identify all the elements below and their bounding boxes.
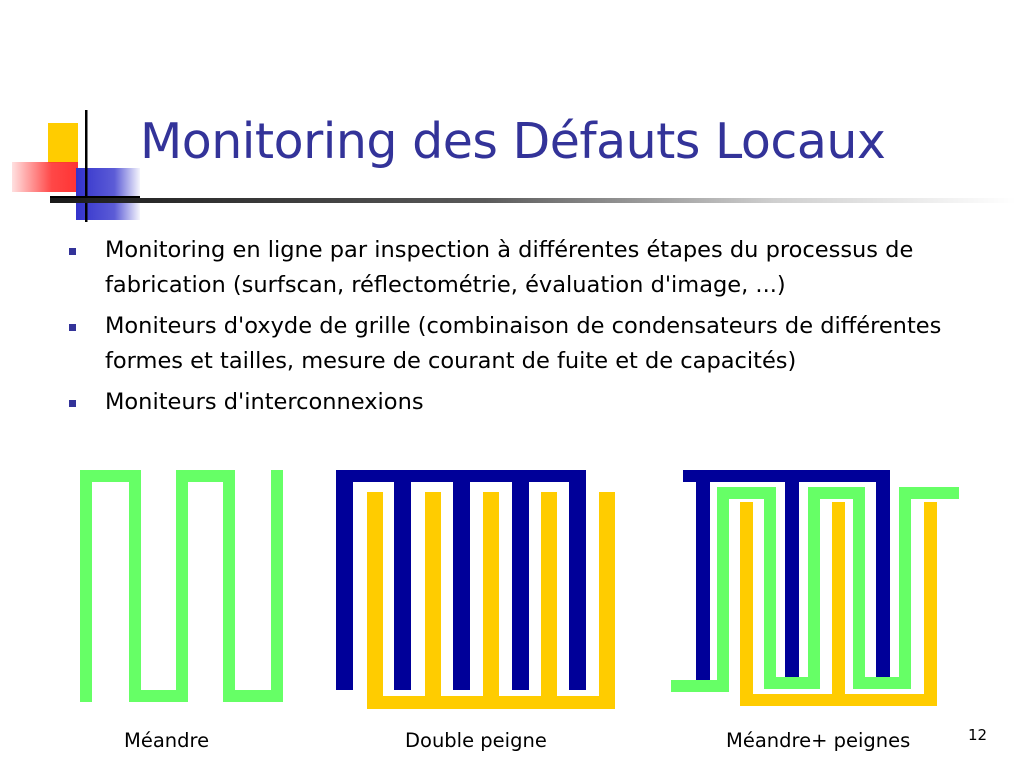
bullet-item: Moniteurs d'oxyde de grille (combinaison… [66, 309, 966, 379]
bullet-list: Monitoring en ligne par inspection à dif… [66, 233, 966, 426]
double-comb-blue-comb [336, 470, 586, 690]
slide-title: Monitoring des Défauts Locaux [140, 113, 886, 170]
bullet-text: Moniteurs d'oxyde de grille (combinaison… [105, 313, 942, 374]
bullet-text: Monitoring en ligne par inspection à dif… [105, 237, 914, 298]
slide-logo [12, 110, 140, 222]
logo-red-bar [12, 162, 78, 192]
meander-structure [80, 470, 283, 702]
bullet-text: Moniteurs d'interconnexions [105, 389, 424, 415]
caption-meandre-peignes: Méandre+ peignes [726, 729, 911, 752]
meander-combs-green-meander [671, 487, 959, 692]
meander-combs-blue-comb [683, 470, 890, 684]
logo-horizontal-line [50, 196, 140, 199]
bullet-square-icon [69, 248, 76, 255]
bullet-square-icon [69, 400, 76, 407]
test-structure-diagrams [80, 470, 959, 709]
title-underline [50, 198, 1016, 203]
bullet-item: Moniteurs d'interconnexions [66, 385, 966, 420]
meander-combs-yellow-comb [740, 502, 937, 706]
page-number: 12 [968, 726, 988, 744]
double-comb-yellow-comb [367, 492, 615, 709]
logo-yellow-square [48, 123, 78, 163]
logo-vertical-line [85, 110, 88, 222]
caption-meandre: Méandre [124, 729, 210, 752]
bullet-square-icon [69, 324, 76, 331]
bullet-item: Monitoring en ligne par inspection à dif… [66, 233, 966, 303]
caption-double-peigne: Double peigne [405, 729, 547, 752]
